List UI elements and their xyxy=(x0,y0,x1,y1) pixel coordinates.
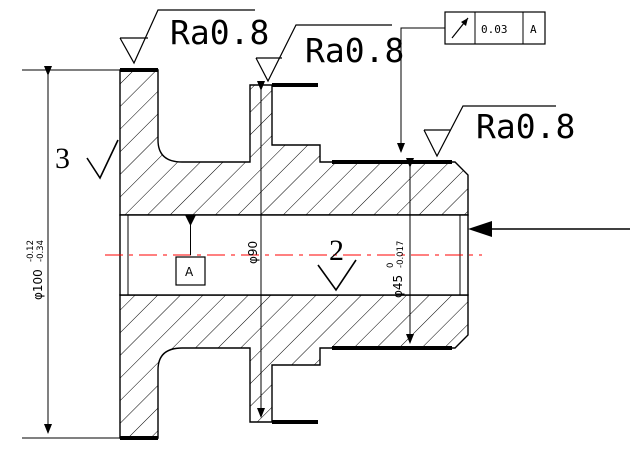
part-section-lower xyxy=(119,294,469,439)
datum-triangle-icon xyxy=(185,215,196,226)
default-finish-label: 3 xyxy=(55,142,70,175)
datum-box xyxy=(175,256,206,286)
tolerance-leader xyxy=(397,27,445,153)
dim-label-45: φ45 0 -0.017 xyxy=(386,241,406,298)
dim-45-symbol: φ45 xyxy=(391,275,405,298)
tolerance-datum: A xyxy=(530,23,537,36)
bore-finish-label: 2 xyxy=(329,234,344,267)
surface-finish-label-3: Ra0.8 xyxy=(476,107,575,146)
tolerance-value: 0.03 xyxy=(481,23,508,36)
surface-finish-label-1: Ra0.8 xyxy=(170,13,269,52)
dim-90-symbol: φ90 xyxy=(246,241,260,264)
datum-label: A xyxy=(185,265,194,279)
dim-100-lower: -0.34 xyxy=(36,240,46,262)
part-section-upper xyxy=(119,69,469,216)
surface-finish-symbol-1: Ra0.8 xyxy=(119,9,269,65)
dim-label-90: φ90 xyxy=(246,241,260,264)
default-finish-check-icon xyxy=(86,139,119,180)
surface-finish-label-2: Ra0.8 xyxy=(305,31,404,70)
dim-45-lower: -0.017 xyxy=(396,241,406,268)
load-arrow-head-icon xyxy=(468,221,492,237)
dim-45-upper: 0 xyxy=(386,263,396,268)
bore-finish-check-icon xyxy=(317,259,357,292)
dim-100-upper: -0.12 xyxy=(26,240,36,262)
surface-finish-symbol-3: Ra0.8 xyxy=(423,105,575,158)
dim-100-symbol: φ100 xyxy=(31,269,45,300)
runout-tolerance-frame: 0.03 A xyxy=(444,11,546,45)
dim-label-100: φ100 -0.12 -0.34 xyxy=(26,240,46,300)
surface-finish-symbol-2: Ra0.8 xyxy=(255,24,404,83)
